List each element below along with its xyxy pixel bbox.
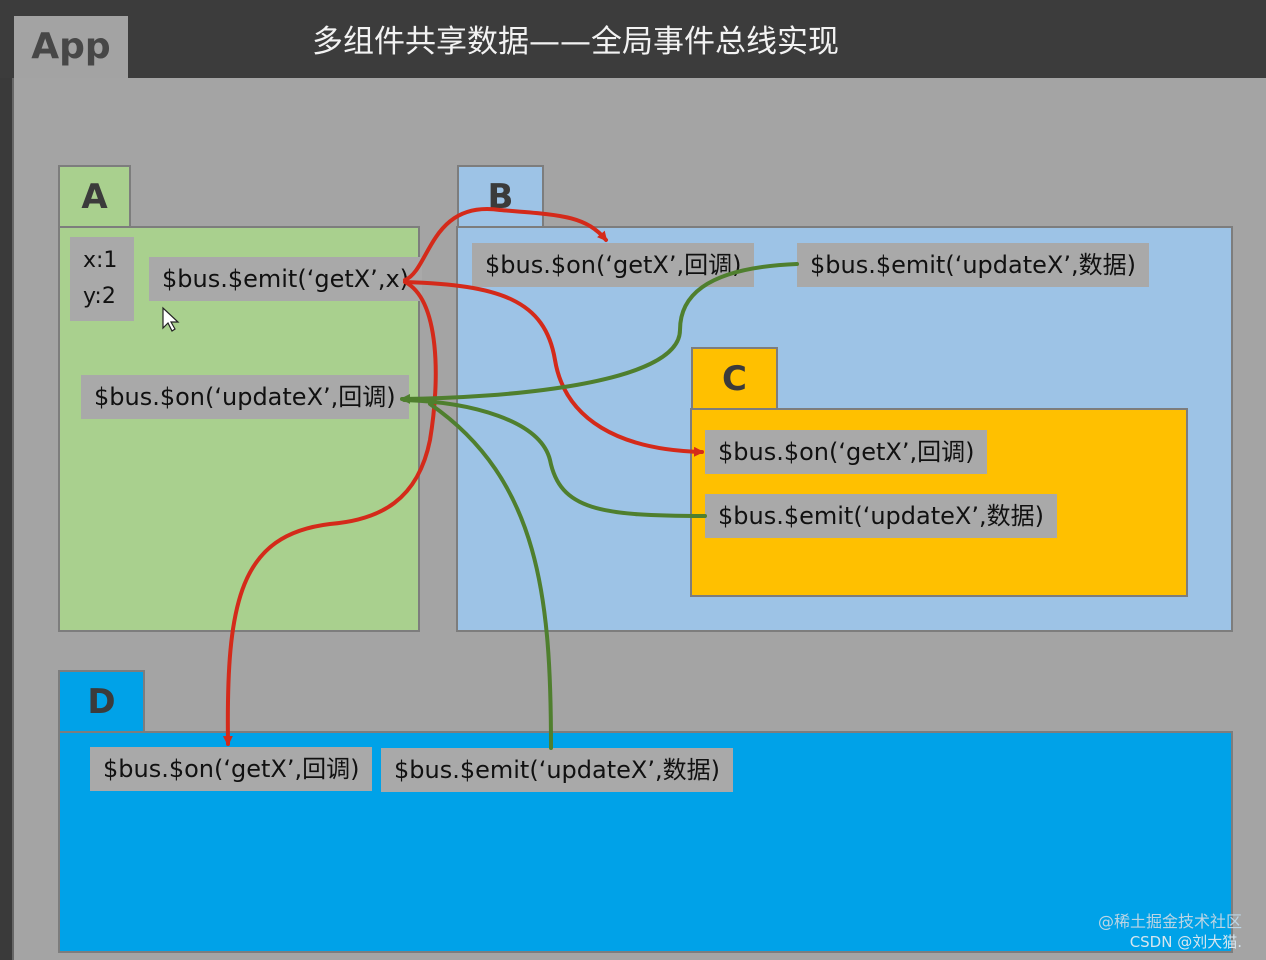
component-c-tab: C xyxy=(691,347,778,409)
arrow-updatex-from-c xyxy=(402,398,707,518)
component-d-emit-updatex: $bus.$emit(‘updateX’,数据) xyxy=(381,748,733,792)
var-y: y:2 xyxy=(83,284,116,309)
app-tab: App xyxy=(14,16,128,78)
component-b-on-getx: $bus.$on(‘getX’,回调) xyxy=(472,243,755,287)
arrow-getx-to-b xyxy=(403,207,608,282)
mouse-pointer-icon xyxy=(162,306,180,332)
watermark: @稀土掘金技术社区 CSDN @刘大猫. xyxy=(1098,912,1242,952)
component-d-tab: D xyxy=(58,670,145,732)
watermark-line-1: @稀土掘金技术社区 xyxy=(1097,912,1242,931)
component-d-on-getx: $bus.$on(‘getX’,回调) xyxy=(90,747,373,791)
component-a-data: x:1 y:2 xyxy=(70,237,134,321)
arrow-getx-to-c xyxy=(403,280,704,457)
component-c-emit-updatex: $bus.$emit(‘updateX’,数据) xyxy=(705,494,1057,538)
var-x: x:1 xyxy=(83,248,118,273)
title-bar: App 多组件共享数据——全局事件总线实现 xyxy=(0,0,1266,78)
component-c-on-getx: $bus.$on(‘getX’,回调) xyxy=(705,430,988,474)
arrow-updatex-from-b xyxy=(400,262,799,404)
watermark-line-2: CSDN @刘大猫. xyxy=(1129,933,1242,951)
component-a-tab: A xyxy=(58,165,131,227)
component-a-on-updatex: $bus.$on(‘updateX’,回调) xyxy=(81,375,409,419)
arrow-updatex-from-d xyxy=(428,402,553,750)
component-a-emit-getx: $bus.$emit(‘getX’,x) xyxy=(149,257,423,301)
component-b-emit-updatex: $bus.$emit(‘updateX’,数据) xyxy=(797,243,1149,287)
slide-title: 多组件共享数据——全局事件总线实现 xyxy=(312,24,839,60)
arrow-getx-to-d xyxy=(222,280,438,746)
